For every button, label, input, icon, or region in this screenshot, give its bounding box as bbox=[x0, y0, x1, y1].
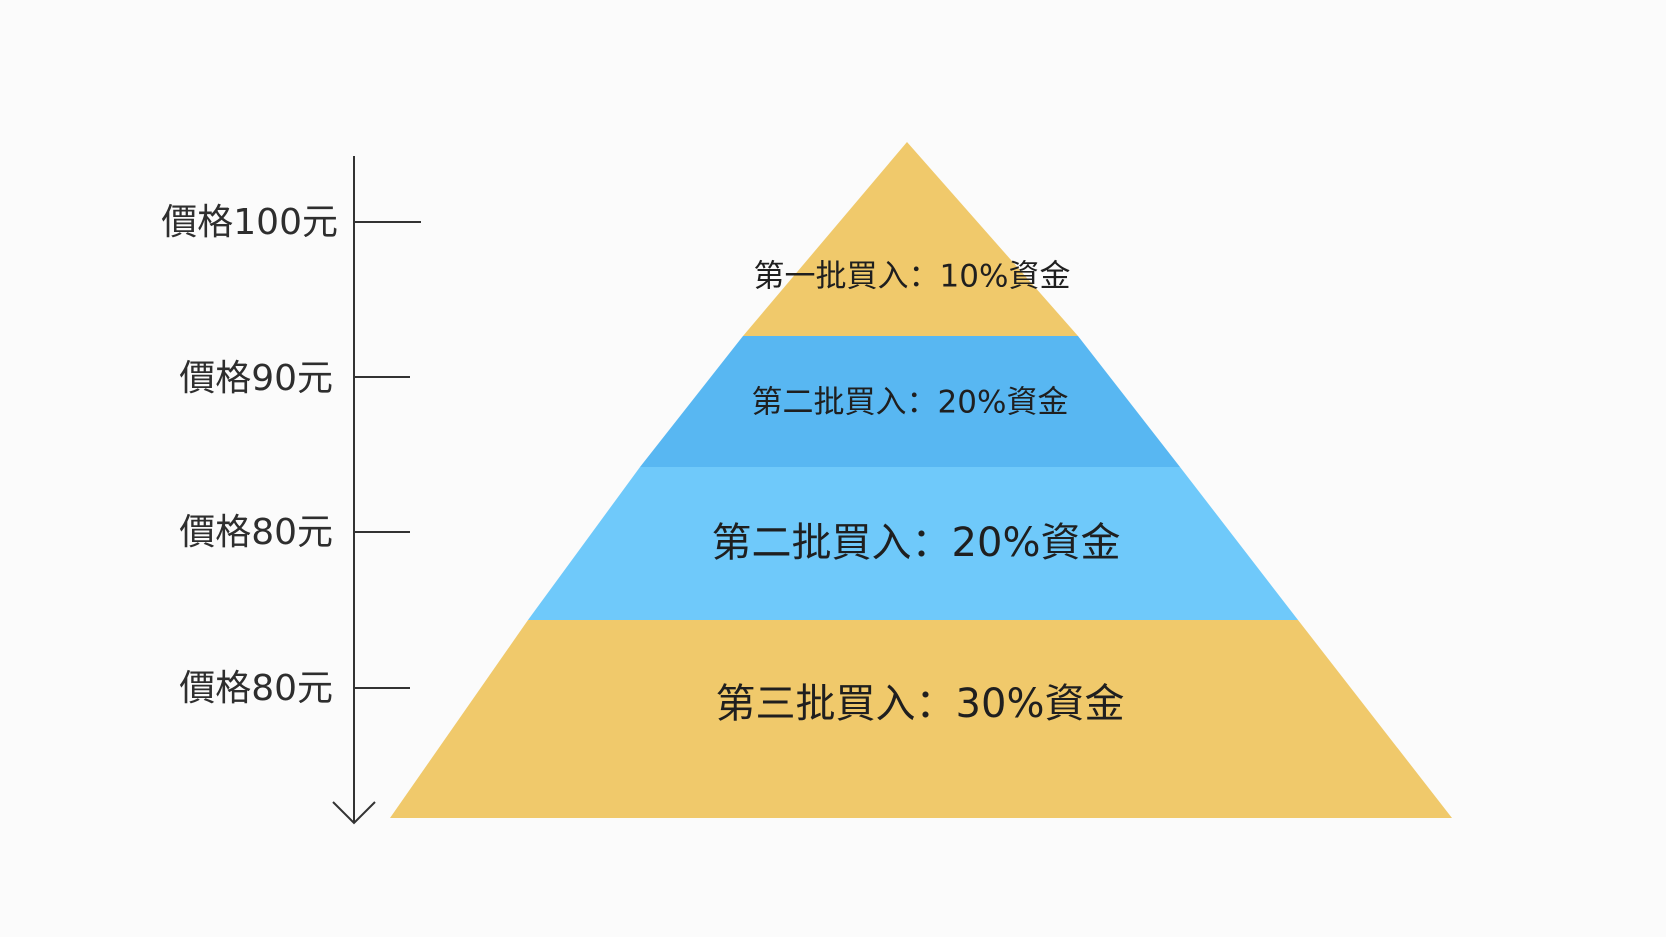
price-axis: 價格100元 價格90元 價格80元 價格80元 bbox=[161, 156, 421, 825]
axis-arrow-down-icon bbox=[332, 801, 376, 825]
band-label-1: 第一批買入：10%資金 bbox=[754, 259, 1071, 295]
band-label-3: 第二批買入：20%資金 bbox=[712, 520, 1121, 566]
pyramid bbox=[390, 142, 1452, 818]
pyramid-labels: 第一批買入：10%資金 第二批買入：20%資金 第二批買入：20%資金 第三批買… bbox=[712, 259, 1125, 728]
band-label-2: 第二批買入：20%資金 bbox=[752, 385, 1069, 421]
band-label-4: 第三批買入：30%資金 bbox=[716, 681, 1125, 727]
pyramid-band-2 bbox=[640, 336, 1180, 467]
axis-label-4: 價格80元 bbox=[179, 668, 333, 709]
axis-label-1: 價格100元 bbox=[161, 202, 338, 243]
axis-label-3: 價格80元 bbox=[179, 512, 333, 553]
pyramid-band-4 bbox=[390, 620, 1452, 818]
pyramid-band-3 bbox=[528, 467, 1298, 620]
axis-label-2: 價格90元 bbox=[179, 358, 333, 399]
pyramid-band-1 bbox=[743, 142, 1078, 336]
